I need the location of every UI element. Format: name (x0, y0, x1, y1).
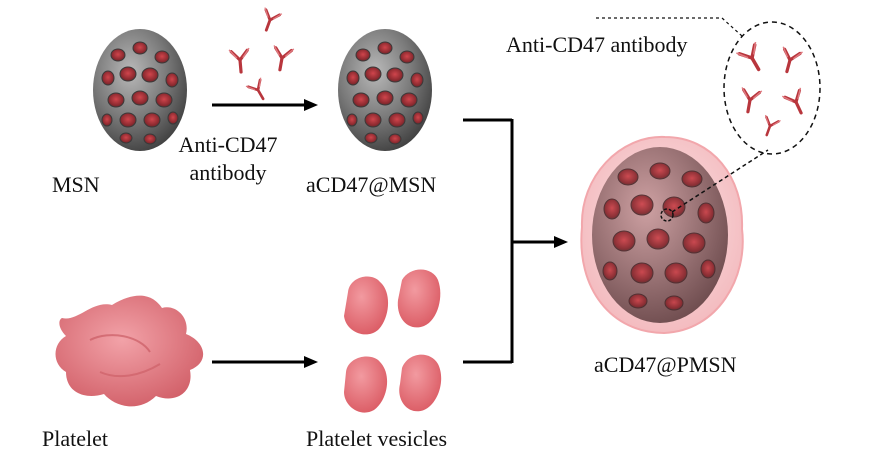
arrow-bottom (212, 356, 318, 368)
callout-magnifier (596, 17, 821, 222)
platelet-icon (55, 295, 204, 407)
callout-label: Anti-CD47 antibody (506, 32, 688, 57)
antibody-cluster-icon (734, 40, 812, 140)
platelet-vesicles-label: Platelet vesicles (306, 426, 448, 451)
acd47-pmsn-label: aCD47@PMSN (594, 352, 737, 377)
platelet-label: Platelet (42, 426, 108, 451)
acd47-msn-label: aCD47@MSN (306, 172, 437, 197)
acd47-msn-particle-icon (338, 29, 432, 151)
antibody-icon (227, 6, 296, 105)
bracket-arrow (463, 118, 568, 364)
msn-label: MSN (52, 172, 100, 197)
msn-particle-icon (93, 29, 187, 151)
antibody-label-line2: antibody (189, 160, 267, 185)
vesicle-icon (344, 269, 442, 413)
arrow-top (212, 99, 318, 111)
antibody-label-line1: Anti-CD47 (178, 132, 278, 157)
coated-particle-icon (580, 135, 744, 335)
